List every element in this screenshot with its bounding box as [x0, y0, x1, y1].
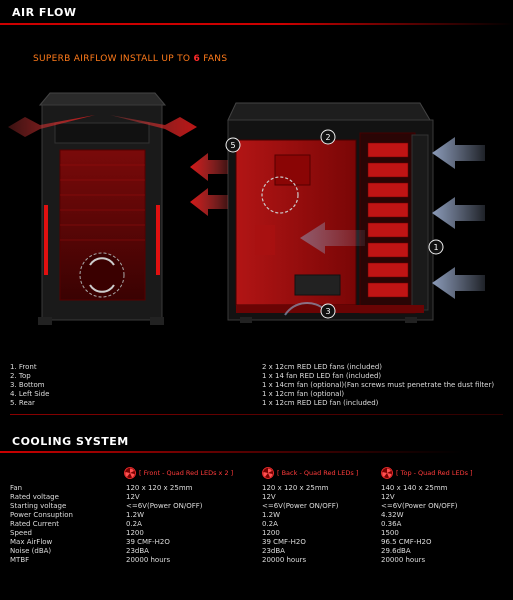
subtitle-prefix: SUPERB AIRFLOW INSTALL UP TO: [33, 54, 191, 64]
table-row: Max AirFlow 39 CMF-H2O 39 CMF-H2O 96.5 C…: [10, 538, 432, 546]
subtitle-number: 6: [193, 54, 201, 64]
airflow-subtitle: SUPERB AIRFLOW INSTALL UP TO 6 FANS: [33, 54, 227, 64]
airflow-title-underline: [0, 23, 513, 25]
front-intake-arrow-3: [432, 267, 485, 299]
table-row: 4. Left Side 1 x 12cm fan (optional): [10, 390, 345, 398]
marker-top: 2: [320, 129, 336, 145]
front-intake-arrow-1: [432, 137, 485, 169]
table-row: Speed 1200 1200 1500: [10, 529, 399, 537]
table-row: Rated voltage 12V 12V 12V: [10, 493, 395, 501]
column-header-back: [ Back - Quad Red LEDs ]: [262, 466, 358, 480]
table-row: MTBF 20000 hours 20000 hours 20000 hours: [10, 556, 426, 564]
red-led-fan-icon: [124, 467, 136, 479]
airflow-illustration: 2 5 1 3: [8, 92, 485, 325]
column-header-front: [ Front - Quad Red LEDs x 2 ]: [124, 466, 233, 480]
rear-exhaust-arrow-1: [190, 153, 228, 181]
marker-rear: 5: [225, 137, 241, 153]
top-exhaust-arrow-right: [110, 115, 197, 137]
table-row: Noise (dBA) 23dBA 23dBA 29.6dBA: [10, 547, 411, 555]
table-row: Rated Current 0.2A 0.2A 0.36A: [10, 520, 402, 528]
table-row: 2. Top 1 x 14 fan RED LED fan (included): [10, 372, 382, 380]
table-row: Starting voltage <=6V(Power ON/OFF) <=6V…: [10, 502, 458, 510]
cooling-title: COOLING SYSTEM: [12, 435, 129, 448]
table-row: Fan 120 x 120 x 25mm 120 x 120 x 25mm 14…: [10, 484, 448, 492]
top-exhaust-arrow-left: [8, 115, 95, 137]
airflow-title: AIR FLOW: [12, 6, 77, 19]
column-header-top: [ Top - Quad Red LEDs ]: [381, 466, 473, 480]
table-row: 3. Bottom 1 x 14cm fan (optional)(Fan sc…: [10, 381, 495, 389]
svg-text:3: 3: [325, 307, 330, 316]
section-divider: [10, 414, 503, 415]
red-led-fan-icon: [262, 467, 274, 479]
subtitle-suffix: FANS: [203, 54, 228, 64]
rear-exhaust-arrow-2: [190, 188, 228, 216]
marker-bottom: 3: [320, 303, 336, 319]
table-row: Power Consuption 1.2W 1.2W 4.32W: [10, 511, 404, 519]
table-row: 1. Front 2 x 12cm RED LED fans (included…: [10, 363, 383, 371]
side-case-view: [227, 102, 434, 323]
svg-text:2: 2: [325, 133, 330, 142]
cooling-title-underline: [0, 451, 513, 453]
table-row: 5. Rear 1 x 12cm RED LED fan (included): [10, 399, 379, 407]
front-intake-arrow-2: [432, 197, 485, 229]
svg-text:5: 5: [230, 141, 235, 150]
front-case-view: [38, 92, 167, 325]
inner-flow-arrow: [300, 222, 365, 254]
svg-text:1: 1: [433, 243, 438, 252]
marker-front: 1: [428, 239, 444, 255]
red-led-fan-icon: [381, 467, 393, 479]
